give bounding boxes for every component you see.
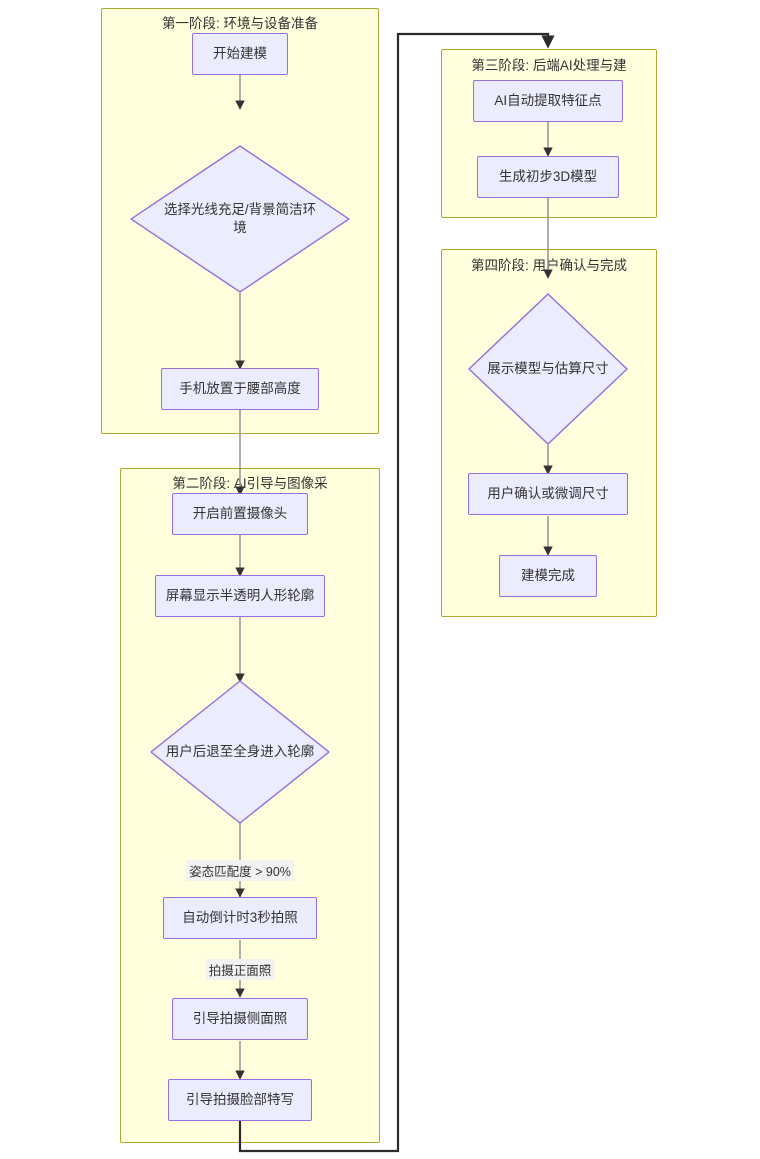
node-guide-side-photo[interactable]: 引导拍摄侧面照 xyxy=(172,998,308,1040)
phase-title-3: 第三阶段: 后端AI处理与建 xyxy=(471,58,627,73)
node-guide-face-closeup[interactable]: 引导拍摄脸部特写 xyxy=(168,1079,312,1121)
node-modeling-complete[interactable]: 建模完成 xyxy=(499,555,597,597)
node-auto-countdown-shot[interactable]: 自动倒计时3秒拍照 xyxy=(163,897,317,939)
phase-title-2: 第二阶段: AI引导与图像采 xyxy=(172,476,328,491)
phase-title-1: 第一阶段: 环境与设备准备 xyxy=(161,16,318,31)
node-user-confirm-adjust[interactable]: 用户确认或微调尺寸 xyxy=(468,473,628,515)
node-show-model-dimensions[interactable]: 展示模型与估算尺寸 xyxy=(468,293,628,445)
diamond-shape xyxy=(468,293,628,445)
node-user-step-back[interactable]: 用户后退至全身进入轮廓 xyxy=(150,680,330,824)
node-show-silhouette[interactable]: 屏幕显示半透明人形轮廓 xyxy=(155,575,325,617)
node-ai-extract-features[interactable]: AI自动提取特征点 xyxy=(473,80,623,122)
node-generate-3d-model[interactable]: 生成初步3D模型 xyxy=(477,156,619,198)
node-open-front-camera[interactable]: 开启前置摄像头 xyxy=(172,493,308,535)
node-label: 用户后退至全身进入轮廓 xyxy=(165,743,315,759)
edge-label-pose-match: 姿态匹配度 > 90% xyxy=(186,860,294,881)
edge-label-front-photo: 拍摄正面照 xyxy=(205,959,275,980)
phase-title-4: 第四阶段: 用户确认与完成 xyxy=(470,258,627,273)
node-label: 选择光线充足/背景简洁环境 xyxy=(163,201,317,235)
diamond-shape xyxy=(130,145,350,293)
node-phone-waist-height[interactable]: 手机放置于腰部高度 xyxy=(161,368,319,410)
node-choose-lighting[interactable]: 选择光线充足/背景简洁环境 xyxy=(130,145,350,293)
node-start-modeling[interactable]: 开始建模 xyxy=(192,33,288,75)
diamond-shape xyxy=(150,680,330,824)
node-label: 展示模型与估算尺寸 xyxy=(487,360,609,376)
